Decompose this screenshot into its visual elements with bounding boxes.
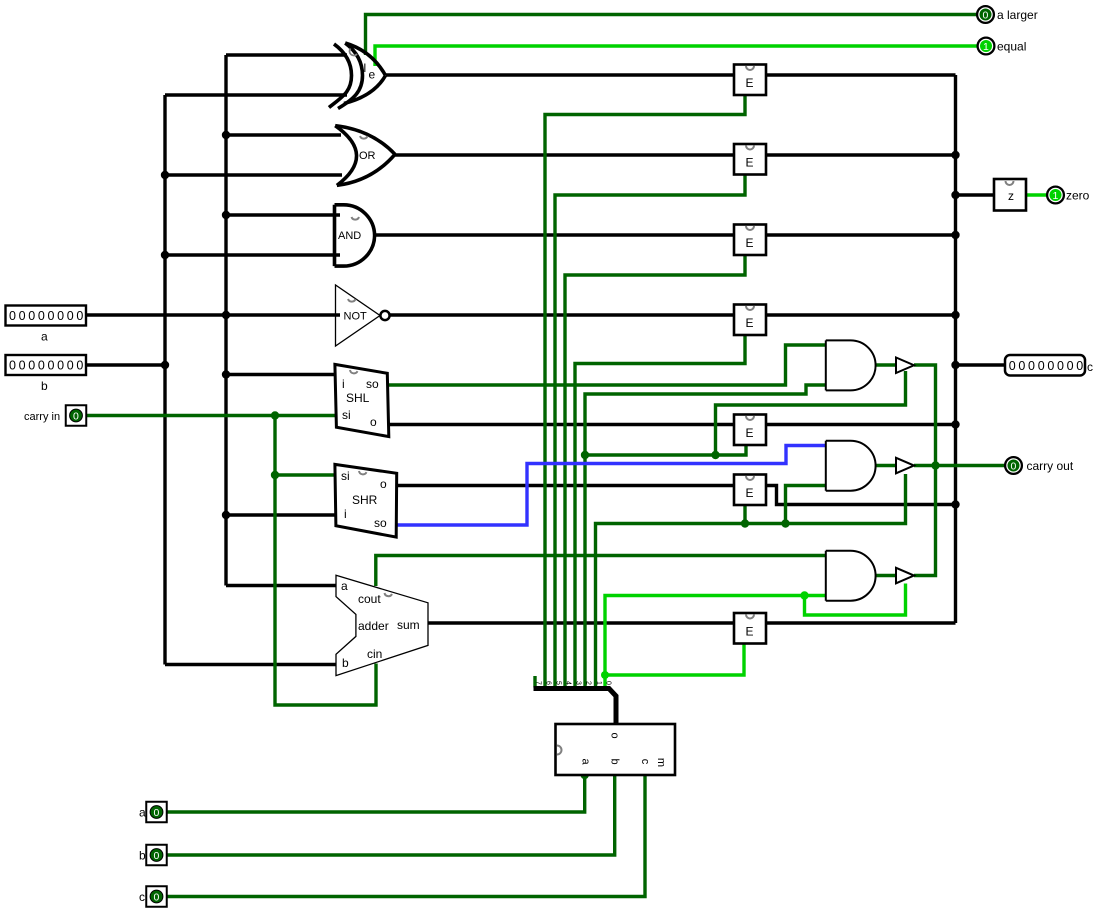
svg-text:E: E <box>746 76 754 90</box>
svg-text:0: 0 <box>19 358 26 372</box>
svg-text:sum: sum <box>397 618 420 632</box>
svg-text:0: 0 <box>28 358 35 372</box>
svg-text:AND: AND <box>338 230 361 242</box>
svg-text:4: 4 <box>565 681 572 685</box>
svg-text:b: b <box>342 656 349 670</box>
svg-text:zero: zero <box>1066 189 1090 203</box>
svg-text:carry in: carry in <box>24 411 60 423</box>
svg-text:a: a <box>41 330 48 344</box>
svg-text:2: 2 <box>585 681 592 685</box>
svg-text:0: 0 <box>1057 359 1064 373</box>
svg-text:0: 0 <box>57 309 64 323</box>
svg-text:0: 0 <box>76 309 83 323</box>
svg-text:1: 1 <box>595 681 602 685</box>
svg-text:b: b <box>609 758 621 764</box>
svg-text:adder: adder <box>358 619 389 633</box>
svg-text:carry out: carry out <box>1027 459 1074 473</box>
svg-text:a: a <box>341 579 348 593</box>
svg-text:a larger: a larger <box>997 8 1038 22</box>
svg-text:0: 0 <box>1038 359 1045 373</box>
svg-text:equal: equal <box>997 40 1026 54</box>
svg-text:cout: cout <box>358 592 381 606</box>
svg-text:so: so <box>366 377 379 391</box>
svg-text:so: so <box>374 516 387 530</box>
svg-text:a: a <box>139 806 146 820</box>
svg-text:m: m <box>655 758 667 767</box>
svg-text:l: l <box>364 61 367 75</box>
svg-text:0: 0 <box>57 358 64 372</box>
svg-text:0: 0 <box>38 309 45 323</box>
svg-text:0: 0 <box>1018 359 1025 373</box>
svg-text:0: 0 <box>1076 359 1083 373</box>
svg-text:0: 0 <box>67 309 74 323</box>
svg-text:0: 0 <box>605 681 612 685</box>
svg-text:b: b <box>139 849 146 863</box>
svg-text:o: o <box>380 477 387 491</box>
svg-text:e: e <box>369 68 376 82</box>
svg-text:b: b <box>41 379 48 393</box>
svg-text:3: 3 <box>575 681 582 685</box>
svg-text:0: 0 <box>48 309 55 323</box>
svg-text:SHR: SHR <box>352 493 378 507</box>
svg-text:OR: OR <box>359 150 376 162</box>
svg-text:0: 0 <box>9 309 16 323</box>
svg-text:o: o <box>609 732 621 738</box>
svg-text:0: 0 <box>1047 359 1054 373</box>
svg-text:c: c <box>139 890 145 904</box>
svg-text:SHL: SHL <box>346 391 370 405</box>
svg-text:0: 0 <box>28 309 35 323</box>
svg-text:0: 0 <box>19 309 26 323</box>
svg-text:cin: cin <box>367 647 382 661</box>
svg-text:0: 0 <box>67 358 74 372</box>
svg-text:z: z <box>1008 189 1014 203</box>
svg-text:0: 0 <box>9 358 16 372</box>
svg-text:0: 0 <box>1009 359 1016 373</box>
svg-text:0: 0 <box>38 358 45 372</box>
svg-text:0: 0 <box>1028 359 1035 373</box>
svg-text:i: i <box>342 377 345 391</box>
svg-text:si: si <box>342 408 351 422</box>
svg-text:5: 5 <box>555 681 562 685</box>
svg-text:a: a <box>580 758 592 765</box>
svg-text:0: 0 <box>1067 359 1074 373</box>
svg-text:6: 6 <box>545 681 552 685</box>
svg-text:0: 0 <box>76 358 83 372</box>
svg-text:c: c <box>639 759 651 765</box>
svg-text:o: o <box>370 415 377 429</box>
svg-text:c: c <box>1087 360 1093 374</box>
svg-text:si: si <box>341 469 350 483</box>
svg-text:NOT: NOT <box>344 311 368 323</box>
svg-text:7: 7 <box>535 681 542 685</box>
svg-text:0: 0 <box>48 358 55 372</box>
svg-text:i: i <box>344 507 347 521</box>
